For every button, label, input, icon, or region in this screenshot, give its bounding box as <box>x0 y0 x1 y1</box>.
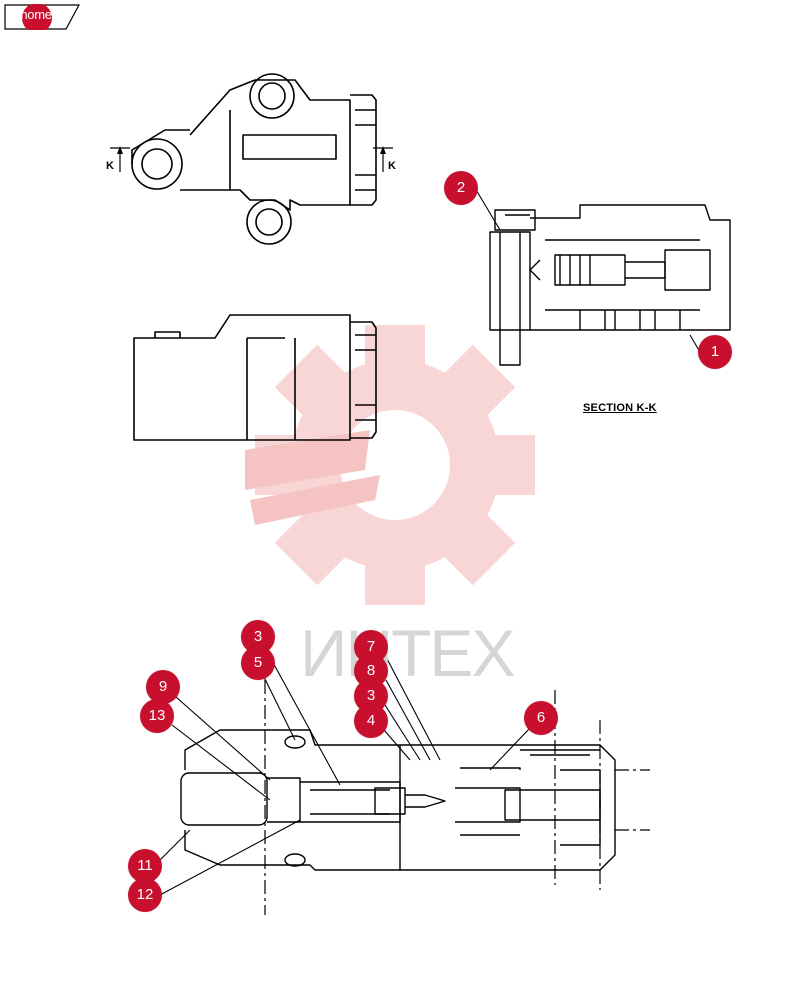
home-tab-shape <box>4 4 80 30</box>
callout-12[interactable]: 12 <box>128 878 162 912</box>
callout-4[interactable]: 4 <box>354 704 388 738</box>
callout-2[interactable]: 2 <box>444 171 478 205</box>
section-label: SECTION K-K <box>583 402 657 414</box>
callout-11[interactable]: 11 <box>128 849 162 883</box>
callout-5[interactable]: 5 <box>241 646 275 680</box>
watermark-text: ИНТЕХ <box>300 616 515 690</box>
callout-9[interactable]: 9 <box>146 670 180 704</box>
callout-1[interactable]: 1 <box>698 335 732 369</box>
home-label: home <box>20 7 52 22</box>
callout-6[interactable]: 6 <box>524 701 558 735</box>
view-marker-left: K <box>106 160 114 172</box>
home-button[interactable]: home <box>4 4 80 30</box>
view-marker-right: K <box>388 160 396 172</box>
callout-13[interactable]: 13 <box>140 699 174 733</box>
watermark-gear-icon <box>245 325 535 605</box>
